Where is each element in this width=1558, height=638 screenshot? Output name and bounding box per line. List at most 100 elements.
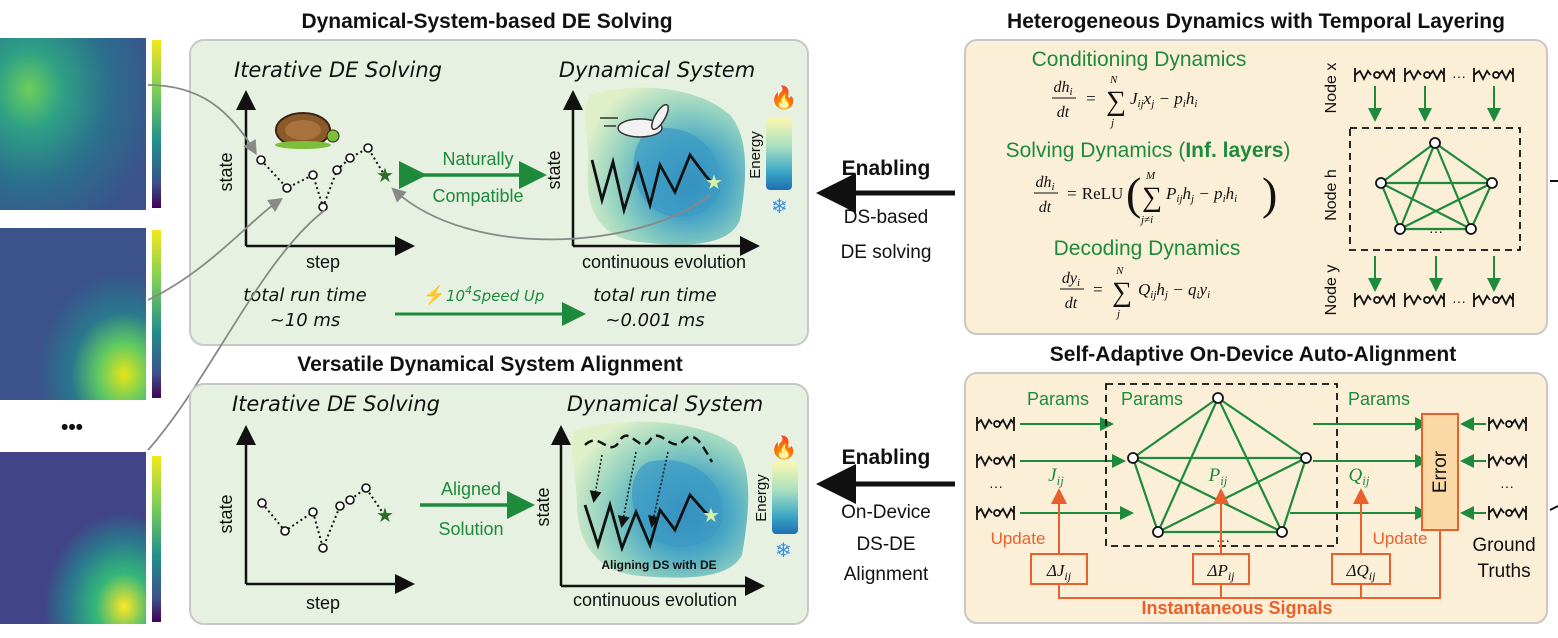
compatible-label-2: Compatible <box>432 186 523 206</box>
bottom-enabling-line3: Alignment <box>844 564 929 585</box>
svg-text:): ) <box>1262 168 1277 219</box>
auto-box <box>964 372 1548 624</box>
heatmap-connectors <box>147 84 711 451</box>
svg-text:dhi: dhi <box>1035 174 1054 193</box>
svg-text:∑: ∑ <box>1142 182 1162 213</box>
auto-panel: Self-Adaptive On-Device Auto-Alignment P… <box>964 343 1548 624</box>
svg-text:M: M <box>1145 170 1156 182</box>
auto-right-ellipsis: ··· <box>1500 478 1514 494</box>
bottom-right-subtitle: Dynamical System <box>567 392 763 416</box>
node-h-dashed-box <box>1349 127 1521 251</box>
node-h-nodes <box>1375 137 1498 235</box>
delta-Q-box <box>1331 553 1391 585</box>
svg-text:dt: dt <box>1065 295 1078 312</box>
top-ds-star-icon: ★ <box>705 172 723 194</box>
heatmap-1 <box>0 38 146 210</box>
error-label: Error <box>1430 450 1451 493</box>
svg-text:Pijhj − pihi: Pijhj − pihi <box>1165 184 1237 205</box>
node-h-ellipsis: ··· <box>1429 223 1443 239</box>
top-right-subtitle: Dynamical System <box>559 58 755 82</box>
svg-text:dt: dt <box>1057 104 1070 121</box>
bottom-left-star-icon: ★ <box>376 505 394 527</box>
auto-title: Self-Adaptive On-Device Auto-Alignment <box>1050 343 1456 366</box>
left-input-arrows <box>1020 417 1134 520</box>
bottom-enabling-label: Enabling <box>842 446 931 469</box>
top-energy-bar <box>766 118 792 190</box>
x-to-h-arrows <box>1368 86 1501 122</box>
params-mid: Params <box>1121 389 1183 409</box>
speedup-label: 104Speed Up <box>446 284 544 305</box>
run-right-2: ~0.001 ms <box>605 310 704 331</box>
svg-text:dyi: dyi <box>1062 270 1080 289</box>
svg-text:=: = <box>1085 89 1096 108</box>
svg-text:j: j <box>1109 117 1114 129</box>
node-y-ellipsis: ··· <box>1452 293 1466 309</box>
run-left-1: total run time <box>243 285 367 306</box>
svg-text:∑: ∑ <box>1106 86 1126 117</box>
top-ds-trajectory <box>590 152 716 216</box>
hetero-title: Heterogeneous Dynamics with Temporal Lay… <box>1007 10 1505 33</box>
bottom-snowflake-icon: ❄ <box>775 540 792 562</box>
align-caption: Aligning DS with DE <box>601 558 716 572</box>
heatmap-strip: ••• <box>0 38 161 624</box>
svg-text:j≠i: j≠i <box>1139 214 1153 226</box>
top-left-ylabel: state <box>216 152 236 191</box>
bottom-right-xlabel: continuous evolution <box>573 590 737 610</box>
delta-Q-label: ΔQij <box>1346 561 1377 583</box>
snowflake-icon: ❄ <box>771 196 788 218</box>
node-x-oscillators <box>1354 68 1514 82</box>
bottom-left-trajectory: ★ <box>257 483 394 553</box>
svg-text:∑: ∑ <box>1112 277 1132 308</box>
right-edge-marks <box>1549 180 1558 511</box>
heatmap-ellipsis: ••• <box>61 416 83 439</box>
top-panel-title: Dynamical-System-based DE Solving <box>301 10 672 33</box>
svg-text:= ReLU: = ReLU <box>1066 184 1123 203</box>
speedup-text: Speed Up <box>472 287 544 305</box>
top-left-subtitle: Iterative DE Solving <box>234 58 442 82</box>
aligned-label-2: Solution <box>438 519 503 539</box>
solving-bold: Inf. layers <box>1185 139 1283 162</box>
colorbar-1 <box>152 40 161 208</box>
decoding-equation: dyi dt = ∑ N j Qijhj − qiyi <box>1060 265 1210 320</box>
bottom-ds-dashed-trajectory <box>584 434 714 463</box>
rabbit-icon <box>600 103 669 138</box>
heatmap-3 <box>0 452 146 624</box>
top-enabling-label: Enabling <box>842 157 931 180</box>
colorbar-3 <box>152 456 161 622</box>
svg-text:Qijhj − qiyi: Qijhj − qiyi <box>1138 280 1210 301</box>
top-left-trajectory: ★ <box>256 143 394 212</box>
conditioning-equation: dhi dt = ∑ N j Jijxj − pihi <box>1052 74 1197 129</box>
ground-truth-arrows <box>1460 417 1486 520</box>
delta-J-box <box>1030 553 1088 585</box>
run-left-2: ~10 ms <box>270 310 341 331</box>
solving-pre: Solving Dynamics ( <box>1006 139 1186 162</box>
ground-label-1: Ground <box>1472 535 1535 556</box>
solving-title: Solving Dynamics (Inf. layers) <box>1006 139 1291 162</box>
svg-text:N: N <box>1109 74 1118 86</box>
decoding-title: Decoding Dynamics <box>1054 237 1241 260</box>
node-y-oscillators <box>1354 293 1514 307</box>
bottom-ds-star-icon: ★ <box>702 505 720 527</box>
right-output-arrows <box>1290 417 1429 520</box>
fire-icon: 🔥 <box>770 85 797 110</box>
bottom-right-ylabel: state <box>533 487 553 526</box>
svg-text:=: = <box>1092 280 1103 299</box>
bottom-ds-trajectory <box>583 492 713 553</box>
speedup-base: 10 <box>446 287 465 305</box>
solving-equation: dhi dt = ReLU ( ∑ M j≠i Pijhj − pihi ) <box>1034 168 1277 226</box>
update-right: Update <box>1373 529 1428 548</box>
bottom-fire-icon: 🔥 <box>770 435 797 460</box>
aligned-label-1: Aligned <box>441 479 501 499</box>
node-x-label: Node x <box>1323 63 1340 114</box>
bottom-energy-label: Energy <box>753 474 770 522</box>
top-enabling-line1: DS-based <box>844 207 929 228</box>
top-panel: Dynamical-System-based DE Solving Iterat… <box>189 10 809 346</box>
heatmap-2 <box>0 228 146 400</box>
bottom-left-xlabel: step <box>306 593 340 613</box>
update-arrows <box>1051 488 1441 599</box>
bottom-enabling-line1: On-Device <box>841 502 931 523</box>
auto-graph-nodes <box>1127 392 1312 538</box>
svg-text:Jijxj − pihi: Jijxj − pihi <box>1130 89 1197 110</box>
svg-text:dt: dt <box>1039 199 1052 216</box>
